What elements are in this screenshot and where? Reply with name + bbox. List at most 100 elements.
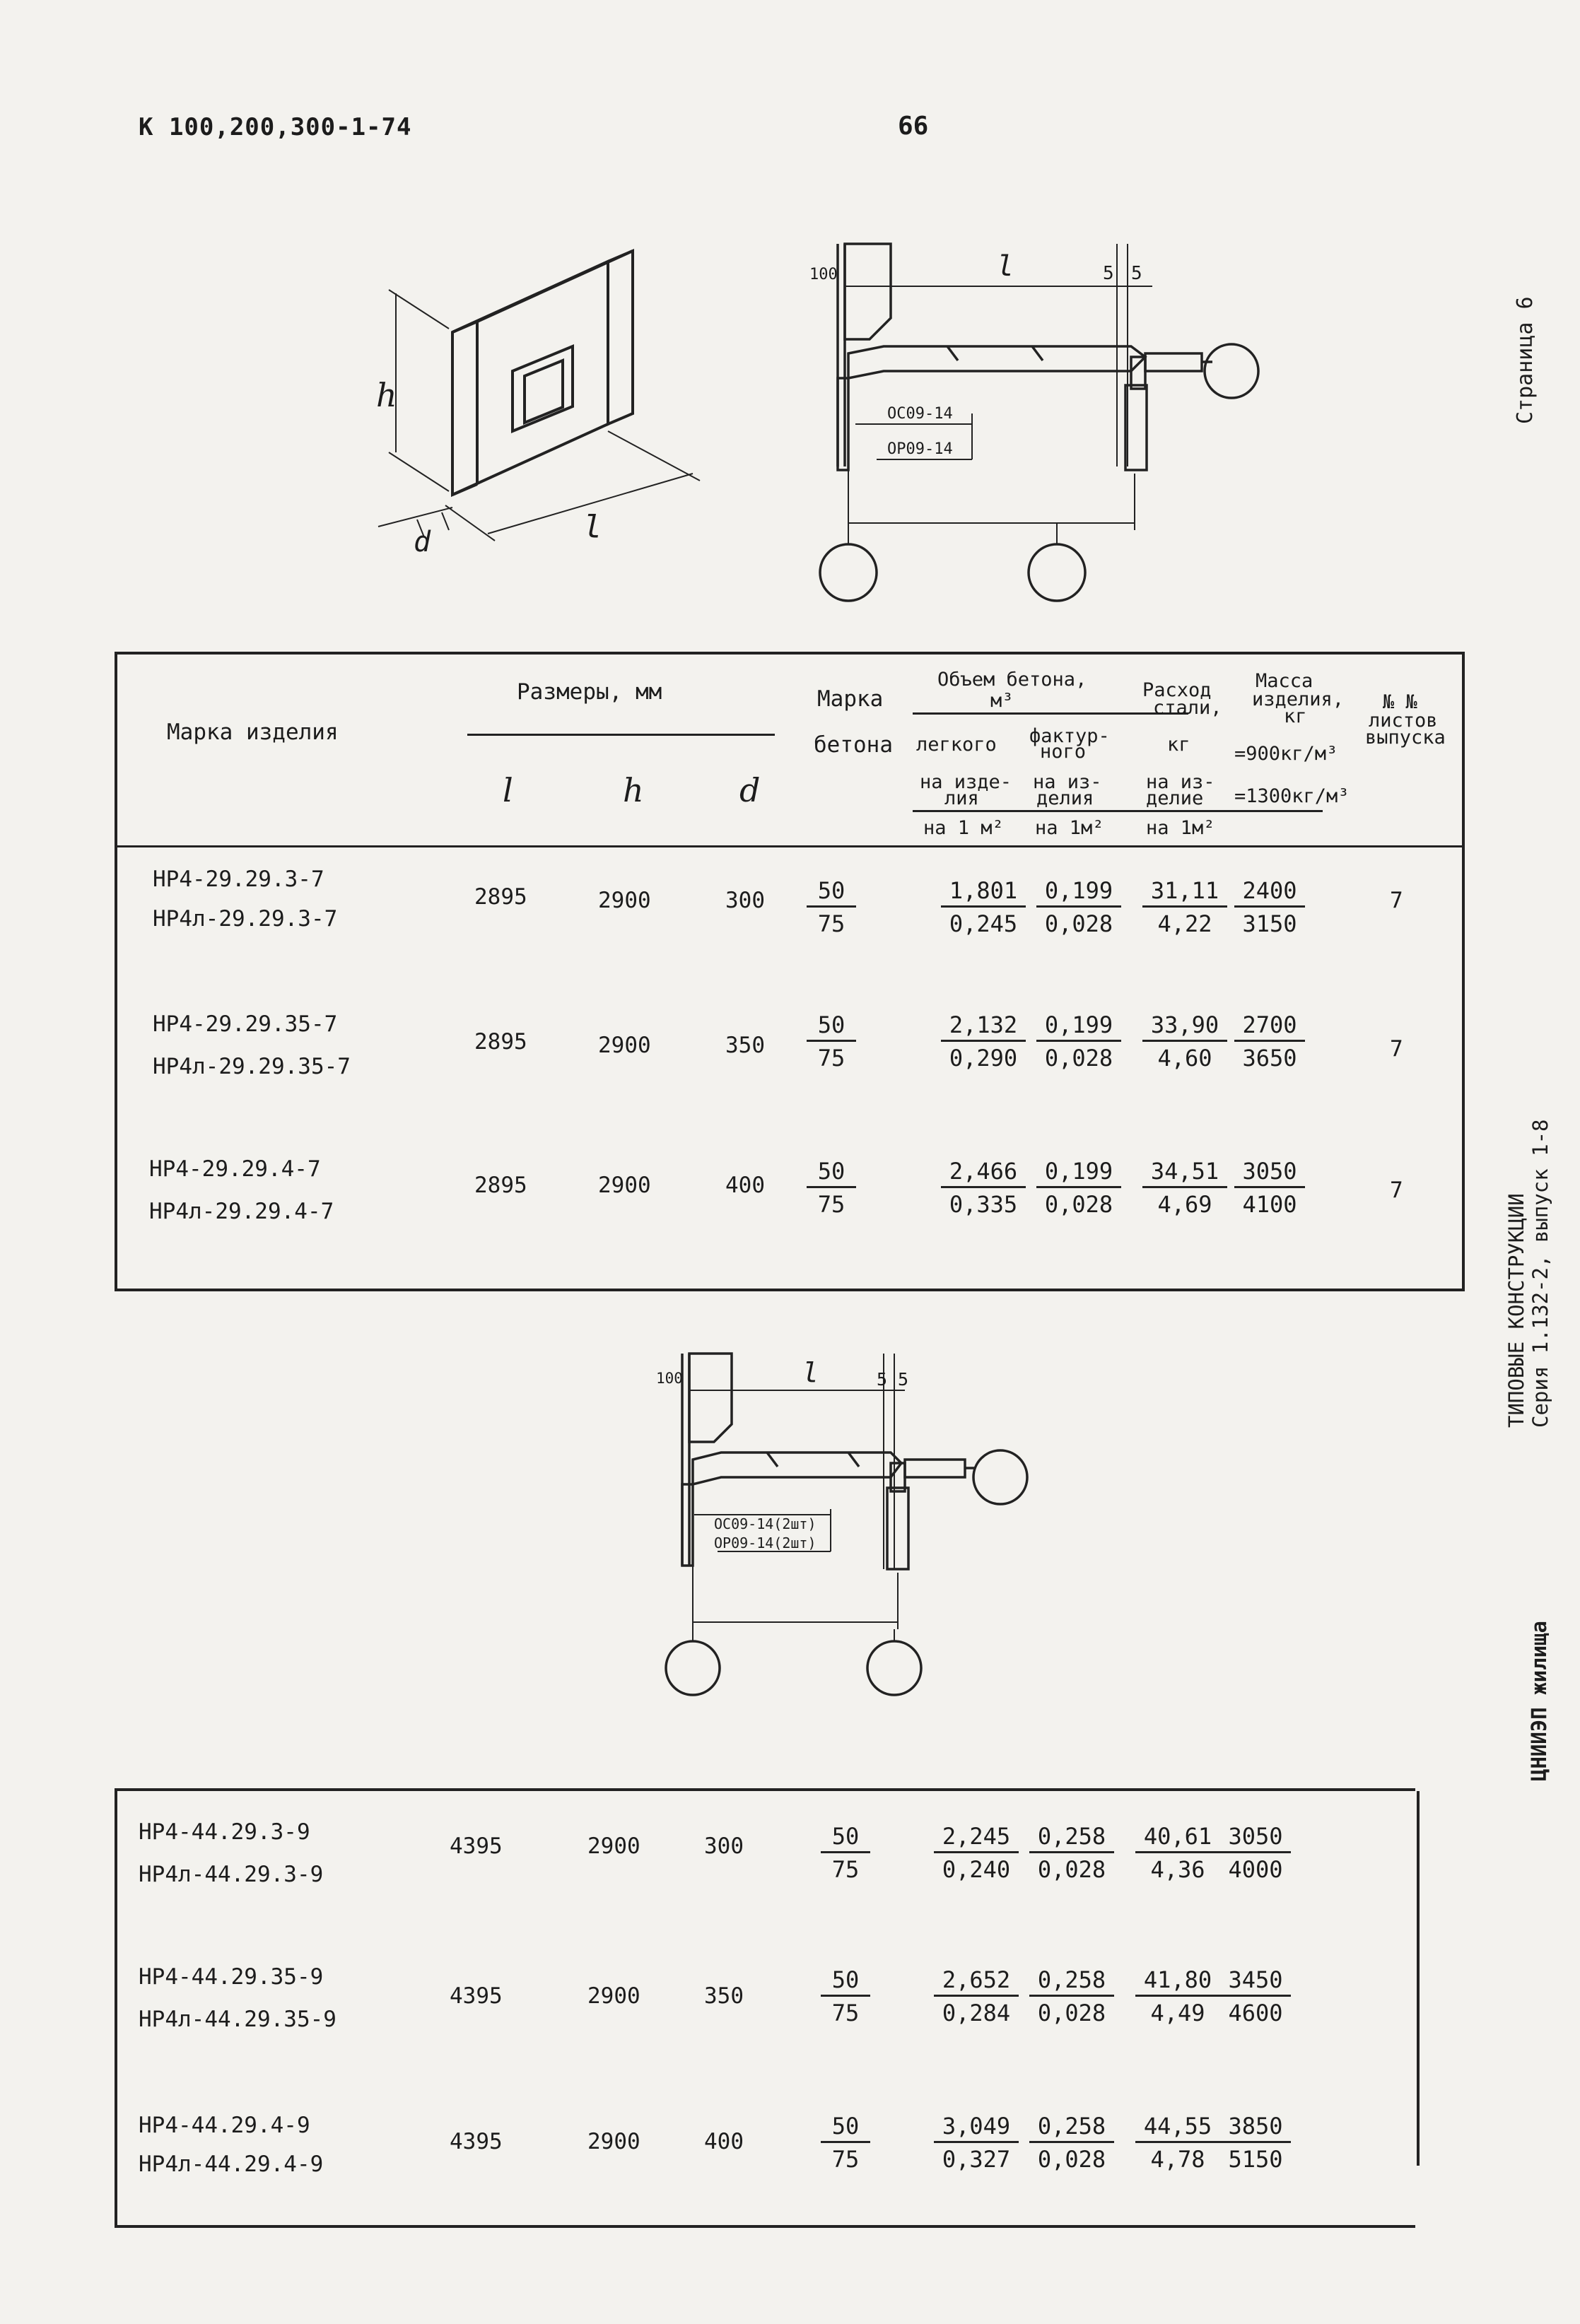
col-header-per-m2-b: на 1м² bbox=[1035, 817, 1104, 839]
row-sheet: 7 bbox=[1390, 1036, 1403, 1062]
side-organization: ЦНИИЭП жилища bbox=[1527, 1621, 1551, 1781]
col-header-mass-5: =1300кг/м³ bbox=[1234, 785, 1350, 807]
col-header-volume-2: м³ bbox=[990, 690, 1014, 712]
row-mark-2: НР4л-29.29.4-7 bbox=[149, 1199, 334, 1224]
col-header-mass-1: Масса bbox=[1256, 670, 1313, 692]
page-number: 66 bbox=[898, 112, 929, 141]
col-header-per-m2-a: на 1 м² bbox=[923, 817, 1004, 839]
row-sheet: 7 bbox=[1390, 1178, 1403, 1203]
panels-table-1: Марка изделия Размеры, мм l h d Марка бе… bbox=[115, 652, 1465, 1291]
series-line-2: Серия 1.132-2, выпуск 1-8 bbox=[1528, 1119, 1552, 1428]
plan2-dim-100: 100 bbox=[656, 1370, 683, 1387]
col-header-steel-2: стали, bbox=[1153, 697, 1222, 719]
col-header-l: l bbox=[503, 771, 513, 809]
plan2-label-2: ОР09-14(2шт) bbox=[714, 1534, 817, 1551]
col-header-mass-4: =900кг/м³ bbox=[1234, 743, 1338, 765]
col-header-steel-1: Расход bbox=[1142, 679, 1212, 701]
panel-isometric-drawing: h l d bbox=[376, 248, 701, 558]
side-series-label: ТИПОВЫЕ КОНСТРУКЦИИ Серия 1.132-2, выпус… bbox=[1504, 1120, 1552, 1428]
row-mark-1: НР4-44.29.3-9 bbox=[139, 1819, 310, 1845]
per-unit-divider bbox=[913, 810, 1323, 812]
col-header-sheets-1: № № bbox=[1383, 691, 1417, 713]
col-header-facing-1: фактур- bbox=[1029, 725, 1110, 747]
iso-l-label: l bbox=[583, 509, 602, 545]
row-h: 2900 bbox=[598, 888, 651, 913]
row-d: 400 bbox=[704, 2129, 744, 2154]
header-divider bbox=[117, 845, 1462, 847]
plan2-l-label: l bbox=[802, 1357, 819, 1388]
col-header-per-item-2: лия bbox=[944, 787, 979, 809]
panels-table-2: НР4-44.29.3-9 НР4л-44.29.3-9 4395 2900 3… bbox=[115, 1788, 1420, 2228]
row-mark-2: НР4л-29.29.3-7 bbox=[153, 906, 338, 932]
row-l: 4395 bbox=[450, 1833, 503, 1859]
row-h: 2900 bbox=[598, 1033, 651, 1058]
col-header-h: h bbox=[623, 771, 644, 809]
plan1-label-2: ОР09-14 bbox=[887, 440, 953, 458]
col-header-steel-3: кг bbox=[1167, 734, 1190, 756]
row-mark-2: НР4л-29.29.35-7 bbox=[153, 1054, 351, 1079]
volume-underline bbox=[913, 712, 1188, 715]
col-header-concrete-mark-1: Марка bbox=[817, 686, 884, 712]
row-mark-1: НР4-44.29.35-9 bbox=[139, 1964, 324, 1990]
col-header-sheets-3: выпуска bbox=[1365, 727, 1446, 749]
row-h: 2900 bbox=[587, 1983, 640, 2009]
col-header-mass-2: изделия, bbox=[1252, 688, 1345, 710]
col-header-steel-6: на 1м² bbox=[1146, 817, 1215, 839]
document-code: К 100,200,300-1-74 bbox=[139, 113, 412, 141]
row-d: 300 bbox=[704, 1833, 744, 1859]
row-l: 2895 bbox=[474, 1029, 527, 1055]
row-mark-1: НР4-29.29.4-7 bbox=[149, 1156, 321, 1182]
row-d: 350 bbox=[704, 1983, 744, 2009]
window-opening bbox=[511, 344, 574, 433]
row-mark-2: НР4л-44.29.3-9 bbox=[139, 1862, 324, 1887]
plan1-dim-5a: 5 bbox=[1103, 263, 1114, 284]
plan1-dim-5b: 5 bbox=[1131, 263, 1142, 284]
row-d: 300 bbox=[725, 888, 765, 913]
col-header-steel-5: делие bbox=[1146, 787, 1204, 809]
sizes-underline bbox=[467, 734, 775, 736]
row-h: 2900 bbox=[598, 1173, 651, 1198]
row-mark-1: НР4-29.29.3-7 bbox=[153, 867, 324, 892]
row-d: 350 bbox=[725, 1033, 765, 1058]
plan1-l-label: l bbox=[997, 250, 1014, 283]
right-border bbox=[1417, 1791, 1420, 2166]
col-header-per-item-3: на из- bbox=[1033, 771, 1102, 793]
side-page-label: Страница 6 bbox=[1513, 296, 1538, 424]
row-mark-2: НР4л-44.29.35-9 bbox=[139, 2007, 337, 2032]
row-mark-1: НР4-44.29.4-9 bbox=[139, 2113, 310, 2138]
plan2-label-1: ОС09-14(2шт) bbox=[714, 1515, 817, 1532]
iso-d-label: d bbox=[414, 526, 431, 558]
col-header-mark: Марка изделия bbox=[167, 720, 339, 745]
col-header-mass-3: кг bbox=[1284, 705, 1307, 727]
row-d: 400 bbox=[725, 1173, 765, 1198]
col-header-d: d bbox=[739, 771, 761, 809]
row-mark-1: НР4-29.29.35-7 bbox=[153, 1011, 338, 1037]
col-header-sizes: Размеры, мм bbox=[517, 679, 662, 705]
